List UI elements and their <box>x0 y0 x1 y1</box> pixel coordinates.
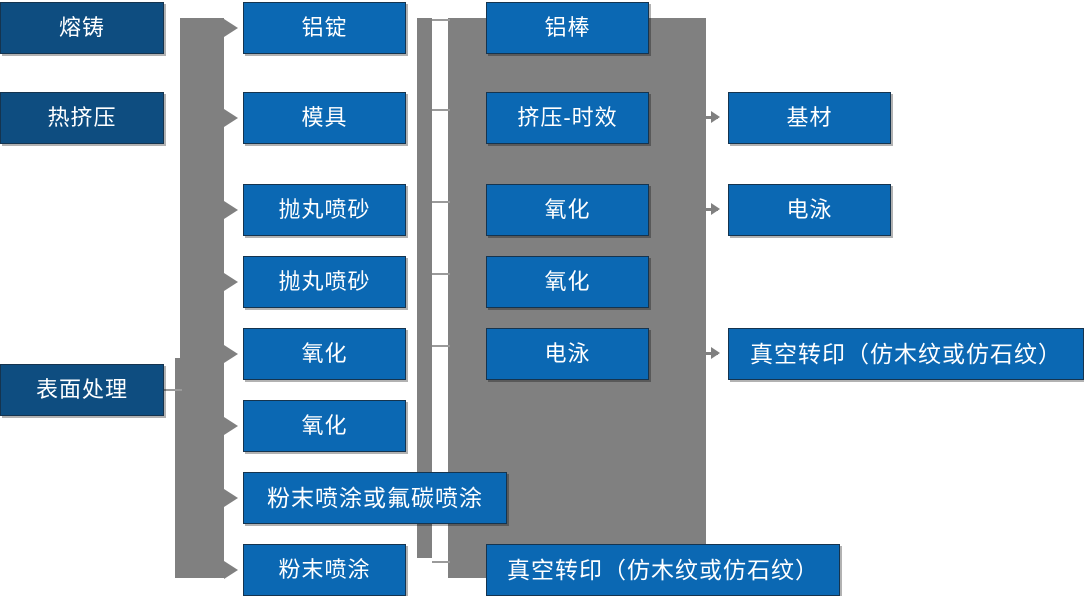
left-trunk-connector-lower <box>175 358 224 578</box>
step-electrophoresis-2-label: 电泳 <box>786 197 833 222</box>
stage-melt-cast-label: 熔铸 <box>58 15 105 40</box>
left-arrow-3 <box>224 201 238 219</box>
stage-hot-extrusion[interactable]: 热挤压 <box>0 92 164 144</box>
step-base-material-label: 基材 <box>786 105 833 130</box>
middle-tick-2 <box>432 109 450 111</box>
left-arrow-1 <box>224 19 238 37</box>
middle-thin-connector <box>417 18 432 558</box>
right-arrow-head-1 <box>711 111 720 123</box>
step-vacuum-transfer-2-label: 真空转印（仿木纹或仿石纹） <box>750 340 1062 367</box>
step-vacuum-transfer-1-label: 真空转印（仿木纹或仿石纹） <box>507 556 819 583</box>
step-shot-blasting-2-label: 抛丸喷砂 <box>278 269 371 294</box>
step-oxidation-4[interactable]: 氧化 <box>486 256 649 308</box>
step-mold-label: 模具 <box>301 105 348 130</box>
step-aluminum-bar-label: 铝棒 <box>544 15 591 40</box>
step-electrophoresis-1[interactable]: 电泳 <box>486 328 649 380</box>
left-arrow-4 <box>224 273 238 291</box>
right-arrow-head-3 <box>711 347 720 359</box>
step-electrophoresis-2[interactable]: 电泳 <box>728 184 891 236</box>
surface-treatment-link <box>164 389 182 391</box>
left-arrow-2 <box>224 109 238 127</box>
step-shot-blasting-2[interactable]: 抛丸喷砂 <box>243 256 406 308</box>
middle-tick-4 <box>432 273 450 275</box>
step-oxidation-1-label: 氧化 <box>301 341 348 366</box>
left-arrow-7 <box>224 489 238 507</box>
step-aluminum-bar[interactable]: 铝棒 <box>486 2 649 54</box>
step-extrusion-aging-label: 挤压-时效 <box>517 105 618 130</box>
stage-melt-cast[interactable]: 熔铸 <box>0 2 164 54</box>
middle-tick-3 <box>432 201 450 203</box>
step-vacuum-transfer-2[interactable]: 真空转印（仿木纹或仿石纹） <box>728 328 1084 380</box>
step-aluminum-ingot[interactable]: 铝锭 <box>243 2 406 54</box>
middle-tick-1 <box>432 19 450 21</box>
left-arrow-8 <box>224 561 238 579</box>
step-oxidation-2-label: 氧化 <box>301 413 348 438</box>
step-mold[interactable]: 模具 <box>243 92 406 144</box>
left-trunk-notch-upper <box>73 72 85 82</box>
stage-surface-treatment-label: 表面处理 <box>35 377 128 402</box>
step-electrophoresis-1-label: 电泳 <box>544 341 591 366</box>
step-oxidation-3[interactable]: 氧化 <box>486 184 649 236</box>
left-arrow-6 <box>224 417 238 435</box>
stage-surface-treatment[interactable]: 表面处理 <box>0 364 164 416</box>
step-oxidation-2[interactable]: 氧化 <box>243 400 406 452</box>
step-powder-coating-label: 粉末喷涂 <box>278 557 371 582</box>
left-arrow-5 <box>224 345 238 363</box>
step-powder-coating[interactable]: 粉末喷涂 <box>243 544 406 596</box>
step-aluminum-ingot-label: 铝锭 <box>301 15 348 40</box>
step-vacuum-transfer-1[interactable]: 真空转印（仿木纹或仿石纹） <box>486 544 840 596</box>
step-base-material[interactable]: 基材 <box>728 92 891 144</box>
step-shot-blasting-1[interactable]: 抛丸喷砂 <box>243 184 406 236</box>
step-oxidation-4-label: 氧化 <box>544 269 591 294</box>
step-oxidation-1[interactable]: 氧化 <box>243 328 406 380</box>
stage-hot-extrusion-label: 热挤压 <box>47 105 117 130</box>
middle-tick-5 <box>432 345 450 347</box>
step-extrusion-aging[interactable]: 挤压-时效 <box>486 92 649 144</box>
step-oxidation-3-label: 氧化 <box>544 197 591 222</box>
middle-tick-7 <box>432 561 450 563</box>
left-trunk-notch-lower <box>73 333 85 343</box>
right-arrow-head-2 <box>711 203 720 215</box>
step-powder-or-pvdf-coating[interactable]: 粉末喷涂或氟碳喷涂 <box>243 472 507 524</box>
step-shot-blasting-1-label: 抛丸喷砂 <box>278 197 371 222</box>
step-powder-or-pvdf-coating-label: 粉末喷涂或氟碳喷涂 <box>267 484 483 511</box>
